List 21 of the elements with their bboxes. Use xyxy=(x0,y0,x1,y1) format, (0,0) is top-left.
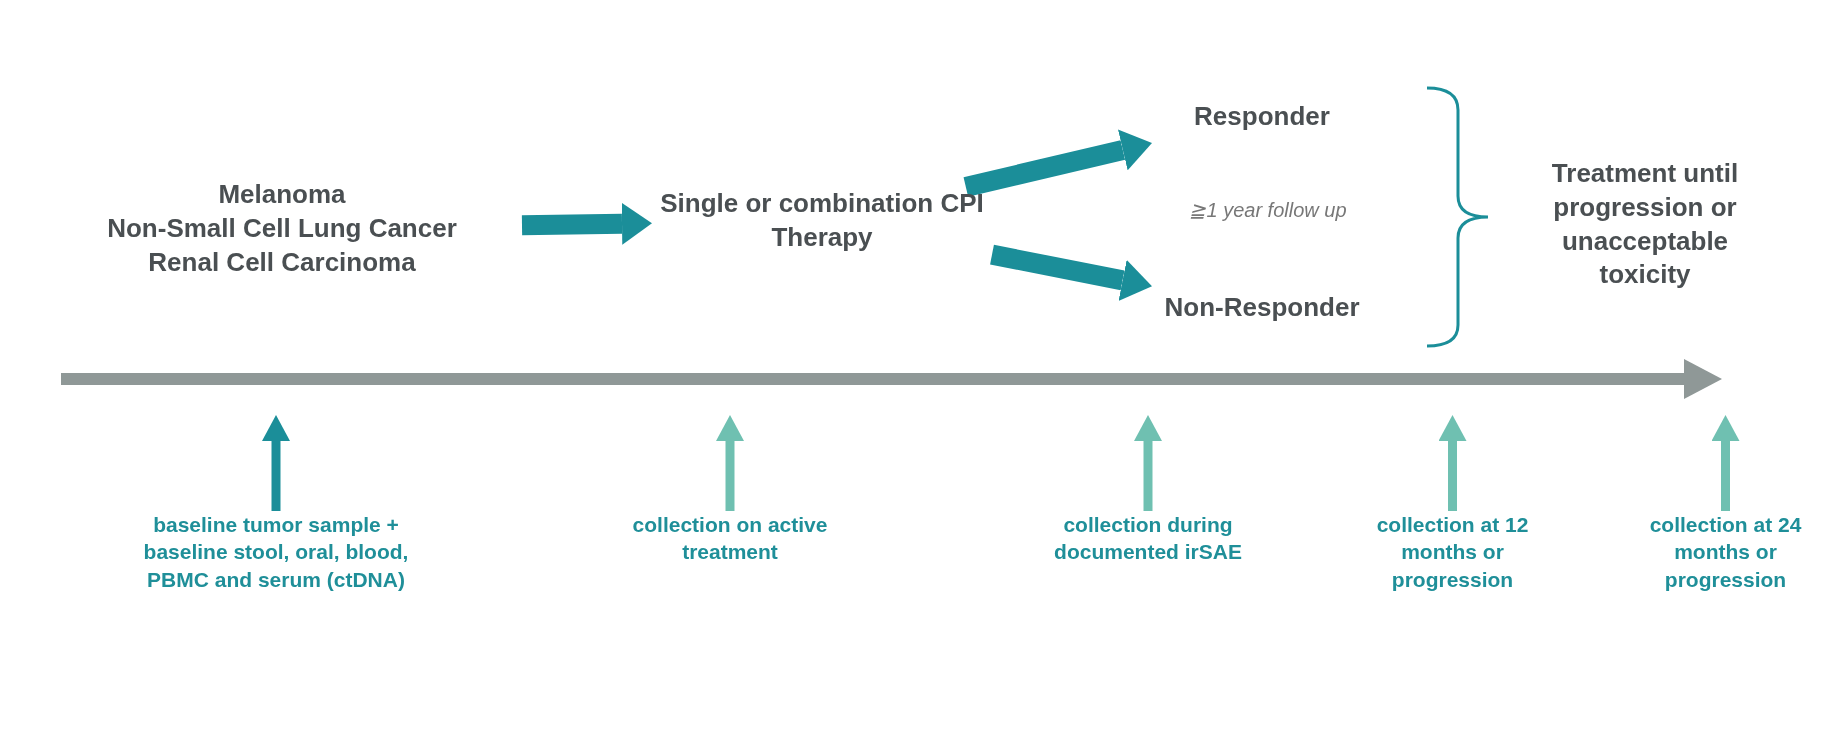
sample-collection-label: collection at 24 months or progression xyxy=(1618,511,1833,593)
cancer-type-label: Renal Cell Carcinoma xyxy=(147,245,417,279)
arrow xyxy=(1438,415,1467,511)
response-label: Non-Responder xyxy=(1152,281,1372,335)
arrow xyxy=(262,415,290,511)
follow-up-note: ≧1 year follow up xyxy=(1188,198,1348,222)
arrow xyxy=(990,244,1152,302)
therapy-label: Single or combination CPI Therapy xyxy=(652,187,992,255)
response-label: Responder xyxy=(1152,90,1372,144)
sample-collection-label: baseline tumor sample + baseline stool, oral, blood, PBMC and serum (ctDNA) xyxy=(141,511,411,593)
outcome-label: Treatment until progression or unacceptable toxicity xyxy=(1520,157,1770,293)
arrow xyxy=(521,202,652,245)
arrow xyxy=(716,415,744,511)
sample-collection-label: collection on active treatment xyxy=(630,511,830,566)
arrow xyxy=(963,129,1152,197)
cancer-type-label: Melanoma xyxy=(217,178,347,211)
arrow xyxy=(1711,415,1740,511)
cancer-type-label: Non-Small Cell Lung Cancer xyxy=(106,211,458,245)
sample-collection-label: collection during documented irSAE xyxy=(1028,511,1268,566)
sample-collection-label: collection at 12 months or progression xyxy=(1345,511,1560,593)
arrow xyxy=(1134,415,1162,511)
